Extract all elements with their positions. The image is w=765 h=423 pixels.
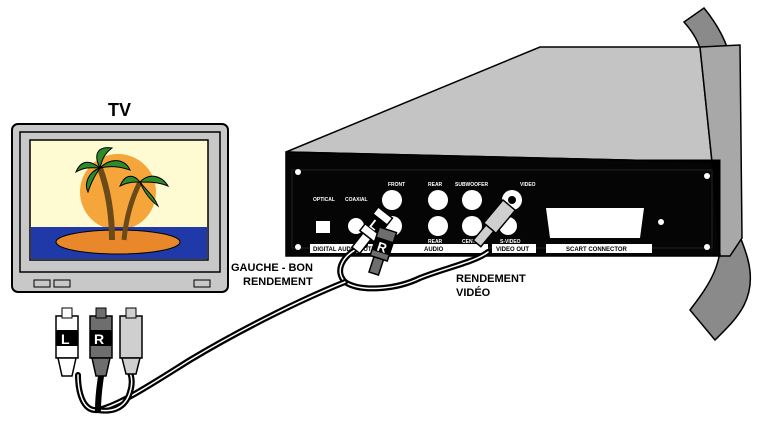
dvd-player: OPTICAL COAXIAL DIGITAL AUDIO OUT FRONT …: [285, 44, 743, 257]
video-out-label: VIDEO OUT: [496, 247, 529, 253]
tv-button[interactable]: [193, 279, 211, 288]
rear-bottom-label: REAR: [428, 239, 443, 245]
screw-icon: [704, 173, 710, 179]
optical-port[interactable]: [316, 221, 330, 233]
optical-label: OPTICAL: [313, 197, 335, 203]
player-top: [285, 46, 713, 163]
tv-button[interactable]: [33, 279, 51, 288]
coaxial-label: COAXIAL: [345, 197, 368, 203]
screw-icon: [704, 244, 710, 250]
audio-out-callout-line1: GAUCHE - BON: [231, 262, 313, 274]
rear-top-label: REAR: [428, 182, 443, 188]
video-out-callout-line1: RENDEMENT: [456, 273, 526, 285]
audio-label: AUDIO: [424, 247, 444, 253]
island: [55, 229, 181, 255]
front-l-port[interactable]: [382, 190, 402, 210]
rear-l-port[interactable]: [428, 190, 448, 210]
video-label: VIDEO: [520, 182, 536, 188]
tv-button[interactable]: [53, 279, 71, 288]
player-plug-video: [472, 198, 517, 248]
screw-icon: [658, 219, 664, 225]
center-port[interactable]: [462, 216, 482, 236]
front-label: FRONT: [388, 182, 405, 188]
tv-screen: [29, 139, 209, 261]
player-plug-right: R: [368, 226, 398, 277]
center-label: CENTER: [462, 239, 483, 245]
palm-tree-icon: [74, 147, 170, 241]
tv-plug-left-letter: L: [61, 331, 70, 347]
tv-plug-left: L: [55, 307, 79, 377]
tv-label: TV: [108, 100, 131, 120]
subwoofer-port[interactable]: [462, 190, 482, 210]
scart-connector-port[interactable]: [546, 208, 644, 238]
tv-plug-right: R: [89, 307, 113, 377]
subwoofer-label: SUBWOOFER: [455, 182, 488, 188]
cables: [75, 242, 491, 414]
rear-r-port[interactable]: [428, 216, 448, 236]
digital-audio-out-label: DIGITAL AUDIO OUT: [313, 247, 372, 253]
scart-connector-label: SCART CONNECTOR: [566, 247, 628, 253]
video-out-callout-line2: VIDÉO: [456, 286, 491, 299]
s-video-label: S-VIDEO: [500, 239, 521, 245]
audio-out-callout-line2: RENDEMENT: [243, 276, 313, 288]
tv-plug-video: [119, 307, 143, 375]
screw-icon: [295, 169, 301, 175]
television: TV: [11, 100, 229, 293]
tv-plug-right-letter: R: [94, 331, 104, 347]
screw-icon: [295, 244, 301, 250]
